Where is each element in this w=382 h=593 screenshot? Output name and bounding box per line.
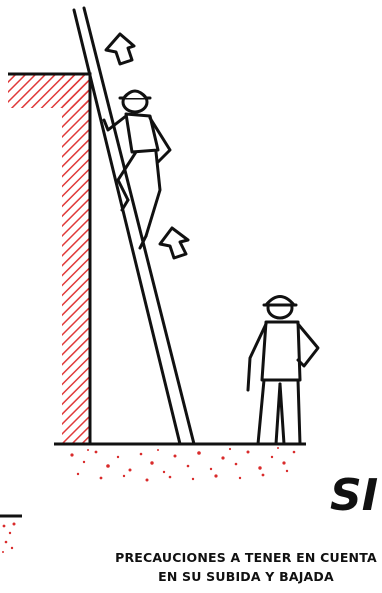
caption-line-1: PRECAUCIONES A TENER EN CUENTA <box>110 548 382 567</box>
up-arrow-icon <box>106 34 134 64</box>
verdict-label: SI <box>330 470 380 522</box>
wall-icon <box>8 74 90 444</box>
caption: PRECAUCIONES A TENER EN CUENTA EN SU SUB… <box>110 548 382 586</box>
adjacent-panel-fragment <box>0 516 22 553</box>
ground-icon <box>54 444 306 482</box>
caption-line-2: EN SU SUBIDA Y BAJADA <box>110 567 382 586</box>
standing-worker-icon <box>248 297 318 445</box>
ladder-icon <box>74 8 194 444</box>
up-arrow-icon <box>160 228 188 258</box>
